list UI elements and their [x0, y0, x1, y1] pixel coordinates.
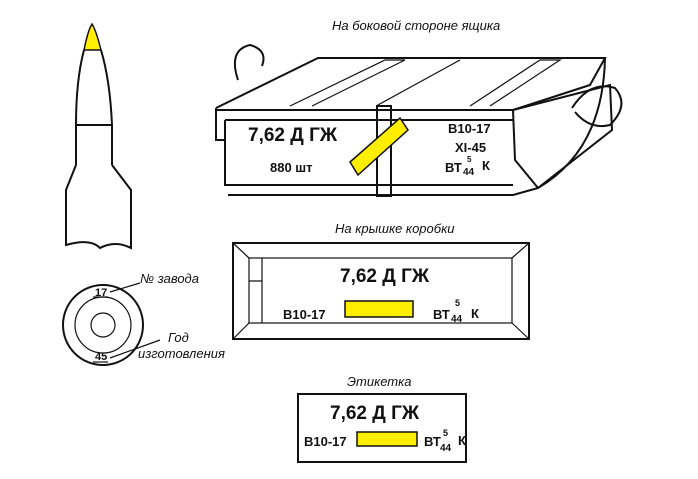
headstamp: 17 45 № завода Год изготовления [62, 271, 225, 366]
box-lid-caption: На крышке коробки [335, 221, 454, 236]
label-drawing: 7,62 Д ГЖ В10-17 ВТ 5 44 К [297, 393, 467, 463]
crate-powder-prefix: ВТ [445, 160, 462, 175]
cartridge-drawing [65, 22, 132, 250]
crate-powder-den: 44 [463, 167, 475, 178]
lid-stripe [344, 300, 414, 318]
crate-drawing: 7,62 Д ГЖ 880 шт В10-17 XI-45 ВТ 5 44 К [215, 43, 623, 197]
box-side-caption: На боковой стороне ящика [332, 18, 500, 33]
label-caption: Этикетка [347, 374, 412, 389]
crate-lot: В10-17 [448, 121, 491, 136]
label-powder-suffix: К [458, 433, 466, 448]
bullet-tip [83, 22, 102, 51]
label-caliber: 7,62 Д ГЖ [330, 403, 420, 424]
crate-date: XI-45 [455, 140, 486, 155]
cartridge-case [65, 164, 132, 250]
year-number: 45 [95, 351, 107, 363]
lid-powder-suffix: К [471, 306, 479, 321]
factory-number-caption: № завода [140, 271, 199, 286]
label-powder-prefix: ВТ [424, 434, 441, 449]
lid-powder-den: 44 [451, 314, 463, 325]
label-lot: В10-17 [304, 434, 347, 449]
lid-caliber: 7,62 Д ГЖ [340, 266, 430, 287]
crate-count: 880 шт [270, 160, 313, 175]
crate-caliber: 7,62 Д ГЖ [248, 125, 338, 146]
label-powder-den: 44 [440, 443, 452, 454]
crate-powder-num: 5 [467, 155, 472, 164]
lid-drawing: 7,62 Д ГЖ В10-17 ВТ 5 44 К [232, 242, 530, 340]
lid-powder-num: 5 [455, 298, 460, 308]
lid-powder-prefix: ВТ [433, 307, 450, 322]
bullet-body [75, 49, 113, 165]
label-stripe [356, 431, 418, 447]
year-caption-2: изготовления [138, 346, 225, 361]
label-powder-num: 5 [443, 428, 448, 438]
year-caption-1: Год [168, 330, 189, 345]
crate-powder-suffix: К [482, 158, 490, 173]
factory-number: 17 [95, 287, 107, 299]
lid-lot: В10-17 [283, 307, 326, 322]
crate-stripe [349, 116, 409, 177]
